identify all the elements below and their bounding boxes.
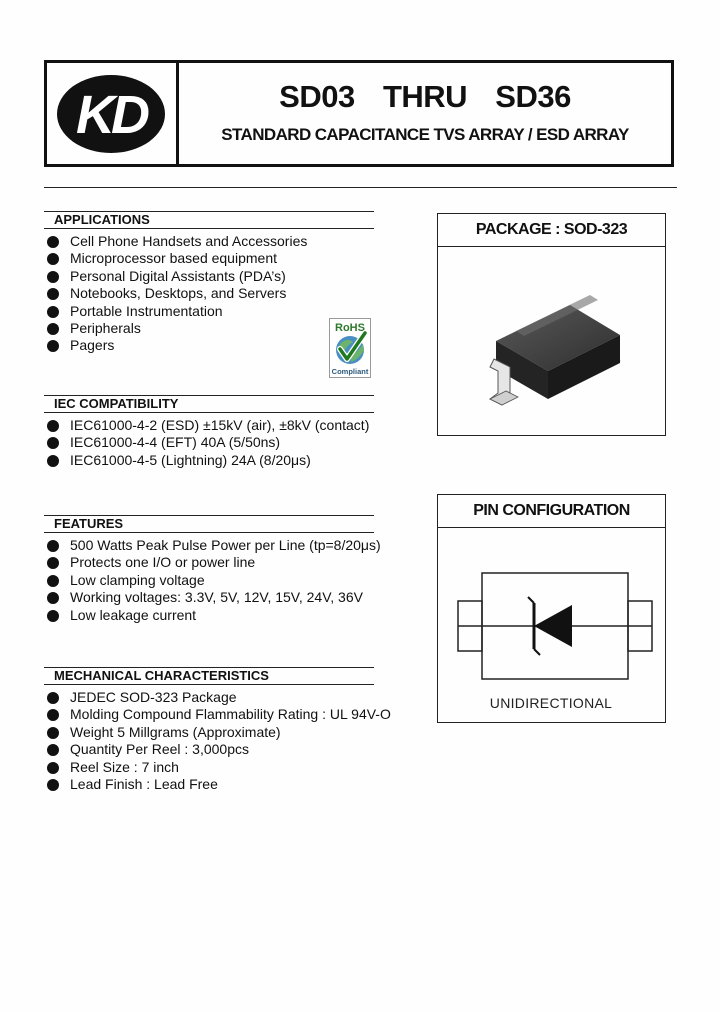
bullet-icon [47,253,59,266]
bullet-icon [47,778,59,791]
list-item: IEC61000-4-2 (ESD) ±15kV (air), ±8kV (co… [44,417,374,434]
list-item: Portable Instrumentation [44,303,374,320]
header-rule [44,187,677,188]
list-item: 500 Watts Peak Pulse Power per Line (tp=… [44,537,381,554]
applications-section: APPLICATIONS Cell Phone Handsets and Acc… [44,211,374,355]
package-box: PACKAGE : SOD-323 [437,213,666,436]
list-item: Notebooks, Desktops, and Servers [44,285,374,302]
bullet-icon [47,454,59,467]
logo-text: KD [76,85,149,145]
bullet-icon [47,236,59,248]
bullet-icon [47,437,59,450]
section-heading: IEC COMPATIBILITY [44,395,374,413]
list-item: Protects one I/O or power line [44,554,374,571]
diode-symbol-diagram [457,572,653,680]
features-section: FEATURES 500 Watts Peak Pulse Power per … [44,515,381,624]
list-item: Low leakage current [44,607,374,624]
list-item: Microprocessor based equipment [44,250,374,267]
list-item: Peripherals [44,320,374,337]
section-heading: APPLICATIONS [44,211,374,229]
list-item: Lead Finish : Lead Free [44,776,374,793]
bullet-icon [47,420,59,432]
list-item: Quantity Per Reel : 3,000pcs [44,741,374,758]
bullet-icon [47,709,59,722]
bullet-icon [47,322,59,335]
bullet-icon [47,609,59,622]
bullet-icon [47,574,59,587]
bullet-icon [47,340,59,353]
mechanical-section: MECHANICAL CHARACTERISTICS JEDEC SOD-323… [44,667,391,793]
bullet-icon [47,557,59,570]
bullet-icon [47,744,59,757]
bullet-icon [47,540,59,552]
list-item: Molding Compound Flammability Rating : U… [44,706,391,723]
package-title: PACKAGE : SOD-323 [438,214,665,247]
bullet-icon [47,592,59,605]
list-item: Weight 5 Millgrams (Approximate) [44,724,374,741]
section-heading: FEATURES [44,515,374,533]
list-item: Cell Phone Handsets and Accessories [44,233,374,250]
header-box: KD SD03 THRU SD36 STANDARD CAPACITANCE T… [44,60,674,167]
svg-text:Compliant: Compliant [332,367,369,376]
bullet-icon [47,726,59,739]
rohs-compliant-icon: RoHS Compliant [329,318,371,378]
list-item: Working voltages: 3.3V, 5V, 12V, 15V, 24… [44,589,374,606]
list-item: IEC61000-4-4 (EFT) 40A (5/50ns) [44,434,374,451]
pin-configuration-box: PIN CONFIGURATION UNIDIRECTIONAL [437,494,666,723]
page-title: SD03 THRU SD36 [279,79,571,114]
page-subtitle: STANDARD CAPACITANCE TVS ARRAY / ESD ARR… [221,125,629,144]
list-item: Personal Digital Assistants (PDA’s) [44,268,374,285]
bullet-icon [47,761,59,774]
bullet-icon [47,305,59,318]
bullet-icon [47,692,59,704]
header-divider [176,63,179,164]
list-item: JEDEC SOD-323 Package [44,689,374,706]
bullet-icon [47,270,59,283]
iec-section: IEC COMPATIBILITY IEC61000-4-2 (ESD) ±15… [44,395,374,469]
list-item: IEC61000-4-5 (Lightning) 24A (8/20μs) [44,452,374,469]
list-item: Reel Size : 7 inch [44,759,374,776]
bullet-icon [47,288,59,301]
list-item: Low clamping voltage [44,572,374,589]
sod323-package-image [489,295,621,406]
section-heading: MECHANICAL CHARACTERISTICS [44,667,374,685]
pin-configuration-title: PIN CONFIGURATION [438,495,665,528]
pin-type-label: UNIDIRECTIONAL [489,695,613,711]
svg-text:RoHS: RoHS [335,322,365,334]
kd-logo: KD [57,75,165,153]
list-item: Pagers [44,337,374,354]
